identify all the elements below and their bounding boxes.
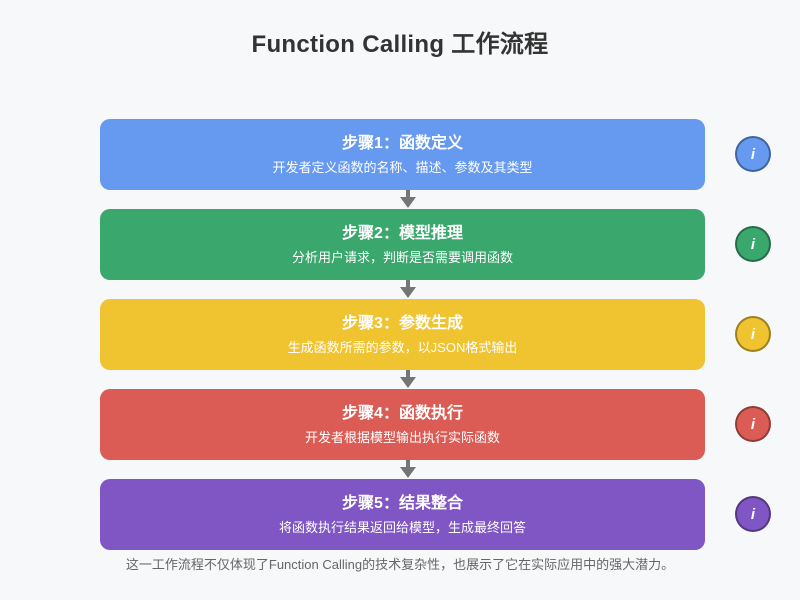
info-icon-label: i [750,505,756,523]
step-description: 将函数执行结果返回给模型，生成最终回答 [278,519,526,535]
info-icon-label: i [750,145,756,163]
footer-note: 这一工作流程不仅体现了Function Calling的技术复杂性，也展示了它在… [125,557,675,572]
step-title: 步骤2：模型推理 [342,224,463,242]
info-icon-step-5[interactable]: i [735,496,771,532]
step-description: 开发者定义函数的名称、描述、参数及其类型 [272,159,533,175]
info-icon-step-1[interactable]: i [735,136,771,172]
step-description: 生成函数所需的参数，以JSON格式输出 [287,339,518,355]
step-title: 步骤4：函数执行 [342,404,463,422]
page-title: Function Calling 工作流程 [251,31,549,58]
arrow-down-icon [400,460,416,478]
info-icon-label: i [750,325,756,343]
flow-step-2: 步骤2：模型推理 分析用户请求，判断是否需要调用函数 i [100,209,771,298]
info-icon-step-3[interactable]: i [735,316,771,352]
step-title: 步骤5：结果整合 [342,494,463,512]
info-icon-label: i [750,415,756,433]
info-icon-step-4[interactable]: i [735,406,771,442]
step-box-5[interactable]: 步骤5：结果整合 将函数执行结果返回给模型，生成最终回答 [100,479,705,550]
flow-step-5: 步骤5：结果整合 将函数执行结果返回给模型，生成最终回答 i [100,479,771,550]
info-icon-step-2[interactable]: i [735,226,771,262]
step-description: 开发者根据模型输出执行实际函数 [304,429,500,445]
step-box-1[interactable]: 步骤1：函数定义 开发者定义函数的名称、描述、参数及其类型 [100,119,705,190]
flow-step-4: 步骤4：函数执行 开发者根据模型输出执行实际函数 i [100,389,771,478]
flow-step-1: 步骤1：函数定义 开发者定义函数的名称、描述、参数及其类型 i [100,119,771,208]
step-box-4[interactable]: 步骤4：函数执行 开发者根据模型输出执行实际函数 [100,389,705,460]
step-description: 分析用户请求，判断是否需要调用函数 [291,249,513,265]
info-icon-label: i [750,235,756,253]
arrow-down-icon [400,280,416,298]
arrow-down-icon [400,190,416,208]
step-title: 步骤3：参数生成 [342,314,463,332]
flow-step-3: 步骤3：参数生成 生成函数所需的参数，以JSON格式输出 i [100,299,771,388]
step-title: 步骤1：函数定义 [342,134,463,152]
step-box-2[interactable]: 步骤2：模型推理 分析用户请求，判断是否需要调用函数 [100,209,705,280]
step-box-3[interactable]: 步骤3：参数生成 生成函数所需的参数，以JSON格式输出 [100,299,705,370]
arrow-down-icon [400,370,416,388]
flow-steps-container: 步骤1：函数定义 开发者定义函数的名称、描述、参数及其类型 i 步骤2：模型推理… [100,119,771,569]
